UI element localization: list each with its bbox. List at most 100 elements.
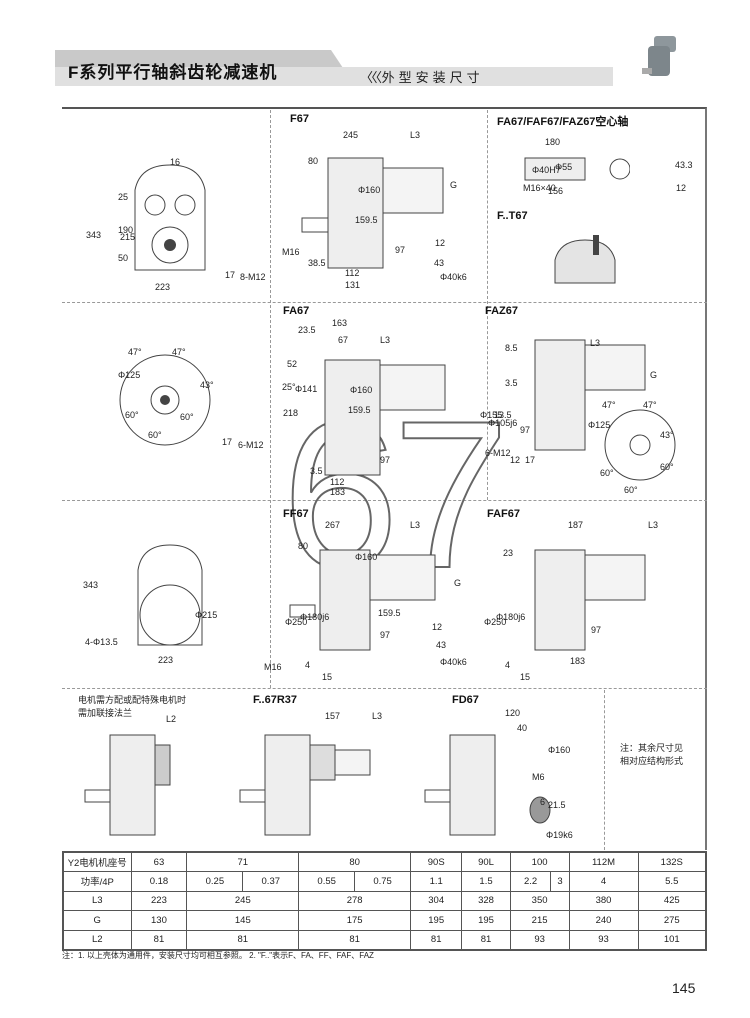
dimension-label: Φ160 <box>358 185 381 195</box>
dimension-label: 223 <box>155 282 171 292</box>
dimension-label: 38.5 <box>308 258 326 268</box>
section-title-f67: F67 <box>290 113 309 125</box>
dimension-label: 47° <box>128 347 142 357</box>
dimension-label: Φ55 <box>555 162 573 172</box>
dimension-label: 6-M12 <box>485 448 511 458</box>
dimension-label: 17 <box>222 437 233 447</box>
dimension-label: 343 <box>83 580 99 590</box>
section-title-fa67: FA67 <box>283 305 310 317</box>
fa67-side-view-drawing <box>324 359 446 476</box>
dimension-label: 60° <box>624 485 638 495</box>
dimension-label: 6-M12 <box>238 440 264 450</box>
header-band-light <box>55 67 613 86</box>
page-subtitle: 〈〈〈 外型安装尺寸 <box>360 70 484 85</box>
dimension-label: L2 <box>166 714 177 724</box>
fa67-flange-view-drawing <box>119 354 211 446</box>
dimension-label: 15 <box>520 672 531 682</box>
dimension-label: 43° <box>200 380 214 390</box>
dimension-label: 12 <box>510 455 521 465</box>
divider <box>604 690 605 850</box>
dimension-label: 80 <box>308 156 319 166</box>
hollow-shaft-drawing <box>524 157 630 181</box>
dimension-label: 97 <box>520 425 531 435</box>
section-title-ft67: F..T67 <box>497 210 528 222</box>
dimension-label: 43° <box>660 430 674 440</box>
dimension-label: 6 <box>540 797 546 807</box>
dimension-label: Φ40k6 <box>440 272 467 282</box>
dimension-label: 156 <box>548 186 564 196</box>
dimension-label: 157 <box>325 711 341 721</box>
dimension-label: L3 <box>590 338 601 348</box>
dimension-label: 180 <box>545 137 561 147</box>
dimension-label: Φ215 <box>195 610 218 620</box>
dimension-label: 8.5 <box>505 343 518 353</box>
dimension-label: 17 <box>225 270 236 280</box>
dimension-label: 343 <box>86 230 102 240</box>
dimension-label: 23.5 <box>298 325 316 335</box>
dimension-label: 97 <box>591 625 602 635</box>
dimension-label: 60° <box>148 430 162 440</box>
dimension-label: 97 <box>380 630 391 640</box>
dimension-label: 12 <box>435 238 446 248</box>
ft67-drawing <box>554 235 616 284</box>
dimension-label: 60° <box>125 410 139 420</box>
section-title-faz67: FAZ67 <box>485 305 519 317</box>
f67-end-view-drawing <box>134 164 206 271</box>
flange-note: 需加联接法兰 <box>78 708 133 718</box>
section-title-faf67: FAF67 <box>487 508 521 520</box>
faz67-flange-view-drawing <box>604 409 676 481</box>
divider <box>62 302 707 303</box>
dimension-label: 12 <box>676 183 687 193</box>
dimension-label: Φ125 <box>588 420 611 430</box>
ff67-end-view-drawing <box>137 544 203 646</box>
divider <box>487 110 488 500</box>
dimension-label: 187 <box>568 520 584 530</box>
dimension-label: Φ40H7 <box>532 165 561 175</box>
dimension-label: Φ155 <box>480 410 503 420</box>
dimension-label: Φ40k6 <box>440 657 467 667</box>
section-title-f67r37: F..67R37 <box>253 694 298 706</box>
divider <box>62 500 707 501</box>
faf67-side-view-drawing <box>534 549 646 651</box>
dimension-label: 43 <box>436 640 447 650</box>
dimension-label: 25° <box>282 382 296 392</box>
dimension-label: 50 <box>118 253 129 263</box>
dimension-label: 159.5 <box>348 405 371 415</box>
dimension-label: 43 <box>434 258 445 268</box>
dimension-label: Φ160 <box>355 552 378 562</box>
dimension-label: 120 <box>505 708 521 718</box>
dimension-label: Φ250 <box>484 617 507 627</box>
dimension-label: 112 <box>330 477 345 487</box>
fd67-drawing <box>424 734 551 836</box>
dimension-label: 4 <box>305 660 311 670</box>
dimension-label: 60° <box>180 412 194 422</box>
dimension-label: 16 <box>170 157 181 167</box>
dimension-label: 215 <box>120 232 136 242</box>
ff67-side-view-drawing <box>289 549 436 651</box>
dimension-label: 15 <box>322 672 333 682</box>
dimension-label: 190 <box>118 225 134 235</box>
dimension-label: 25 <box>118 192 129 202</box>
dimension-label: 60° <box>600 468 614 478</box>
dimension-label: 159.5 <box>355 215 378 225</box>
dimension-label: 218 <box>283 408 299 418</box>
dimension-label: 4 <box>505 660 511 670</box>
dimension-label: 183 <box>570 656 586 666</box>
dimension-label: 47° <box>643 400 657 410</box>
dimension-label: Φ105j6 <box>488 418 518 428</box>
dimension-label: M16 <box>282 247 300 257</box>
faz67-side-view-drawing <box>534 339 646 451</box>
dimension-label: M6 <box>532 772 545 782</box>
dimension-label: M16×40 <box>523 183 556 193</box>
dimension-label: Φ160 <box>350 385 373 395</box>
dimension-label: L3 <box>410 520 421 530</box>
divider <box>270 110 271 688</box>
flange-adapter-drawing <box>84 734 171 836</box>
chevron-left-icon: 〈〈〈 <box>360 70 382 85</box>
dimension-label: 112 <box>345 268 360 278</box>
dimension-label: 80 <box>298 541 309 551</box>
